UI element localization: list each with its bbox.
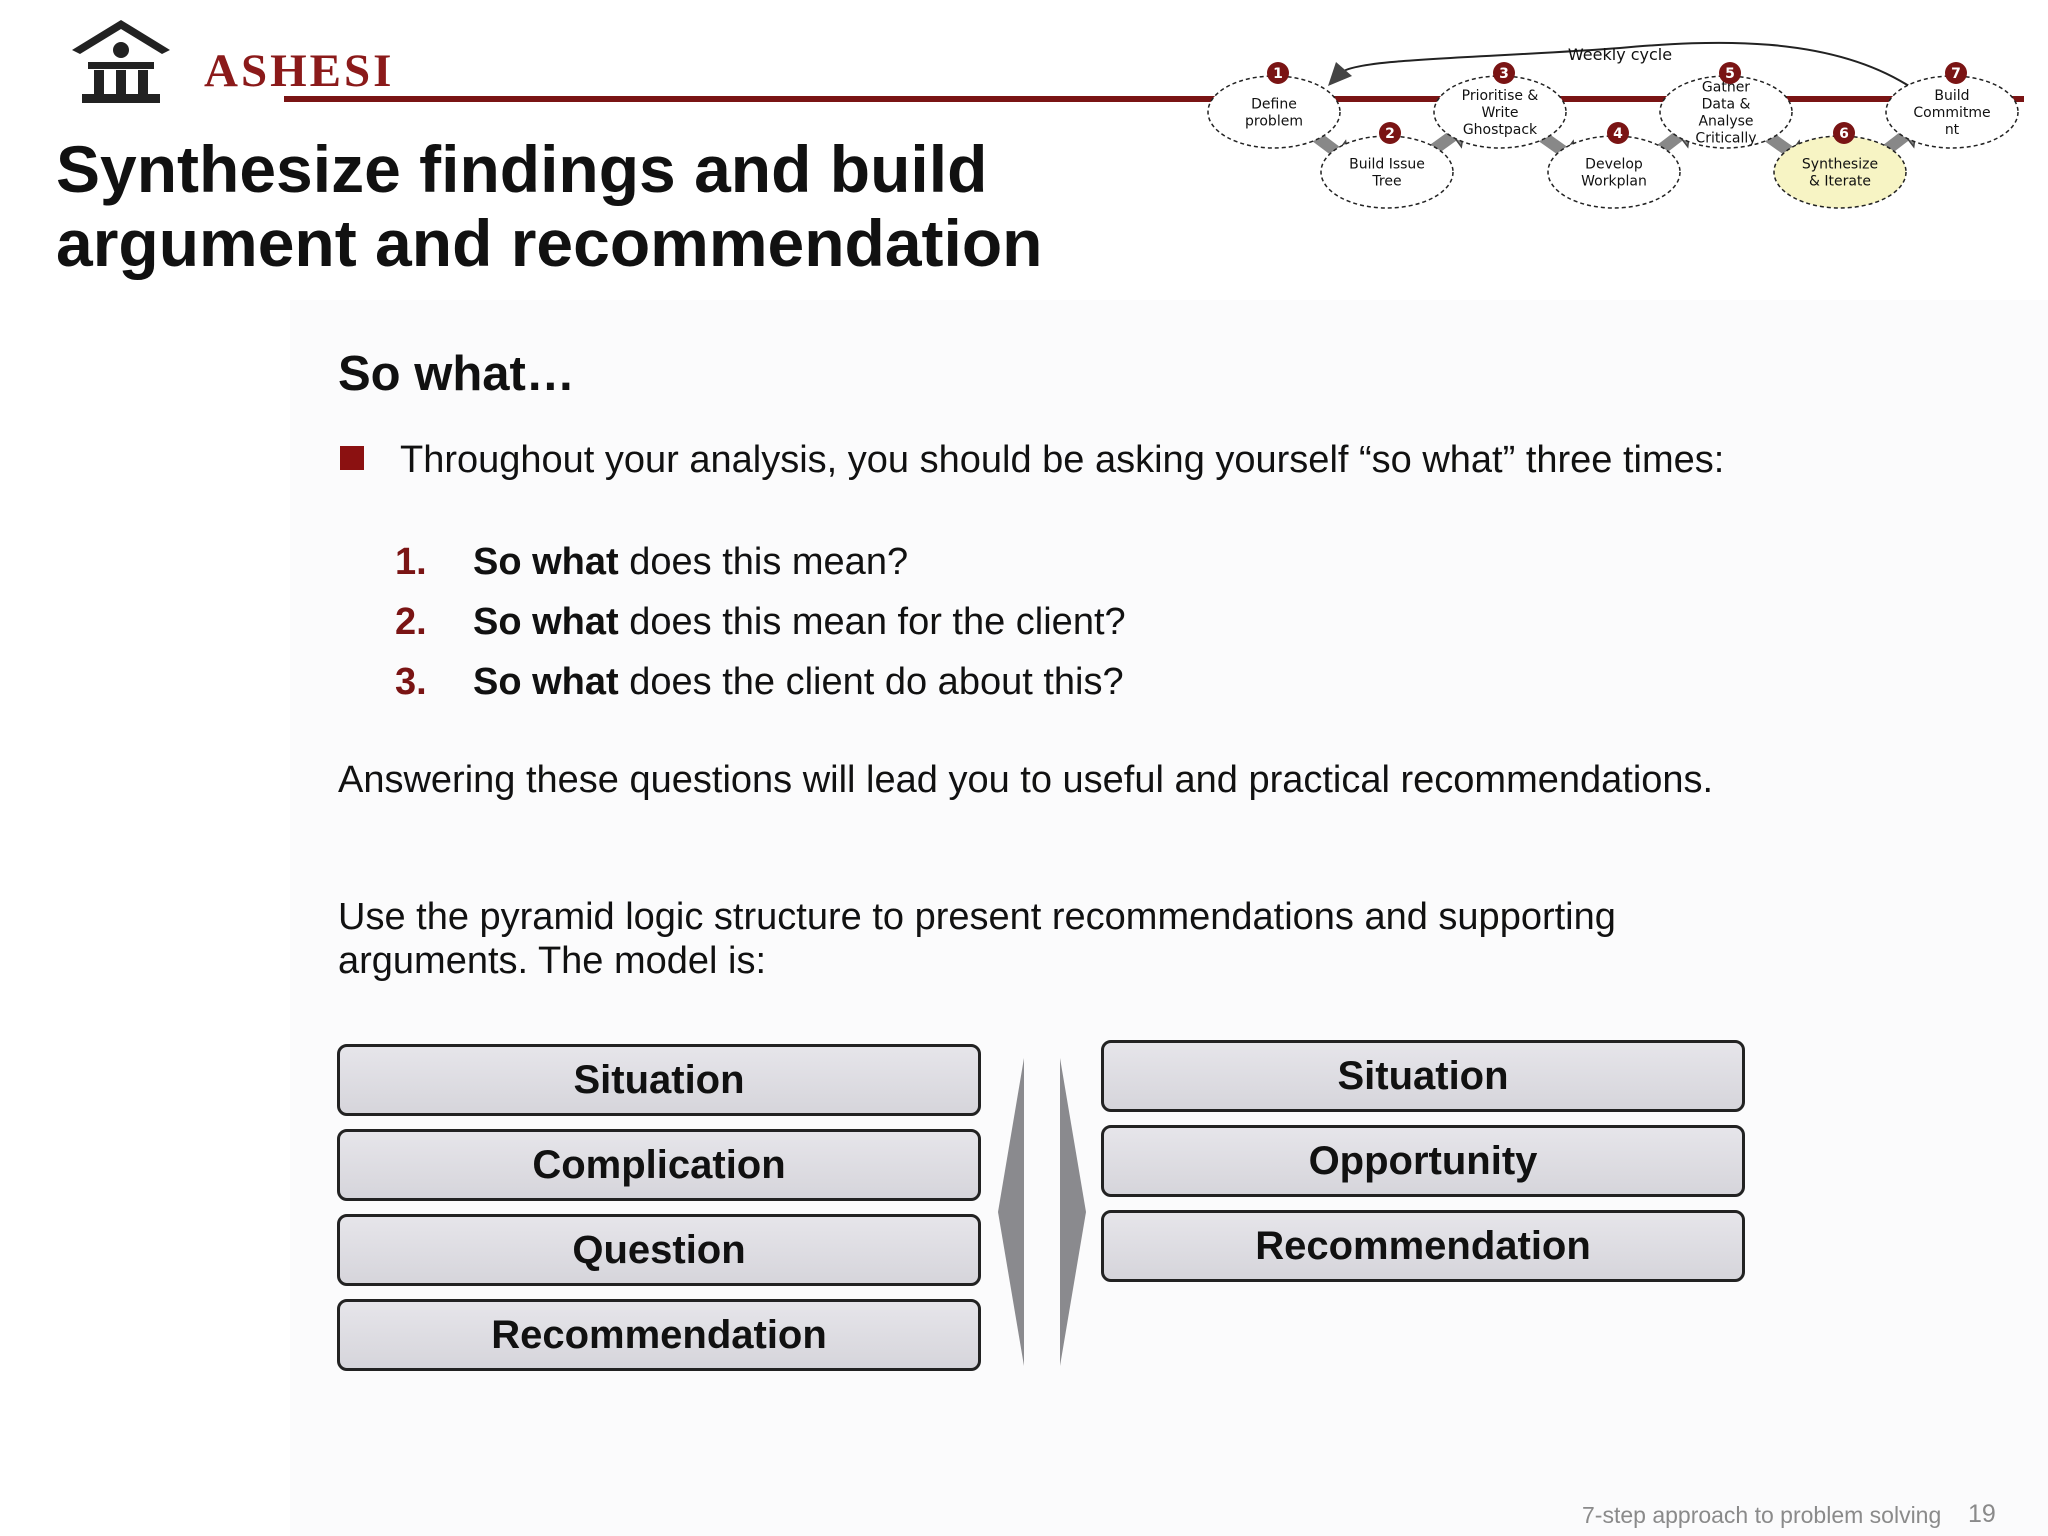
step-number-badge (1833, 122, 1855, 144)
step-number-badge (1379, 122, 1401, 144)
left-arrow-icon (998, 1058, 1024, 1366)
step-number: 3 (1499, 66, 1509, 82)
step-number-badge (1607, 122, 1629, 144)
list-text: So what does this mean for the client? (473, 601, 1126, 643)
process-step-label: & Iterate (1809, 174, 1871, 190)
paragraph-pyramid: Use the pyramid logic structure to prese… (338, 896, 1616, 982)
weekly-cycle-label: Weekly cycle (1568, 45, 1672, 64)
page-title: Synthesize findings and build argument a… (56, 132, 1216, 280)
title-line-1: Synthesize findings and build (56, 132, 988, 206)
list-text: So what does this mean? (473, 541, 909, 583)
process-step-label: Prioritise & (1462, 88, 1539, 104)
process-step-label: Synthesize (1802, 157, 1878, 173)
process-step-label: Write (1482, 105, 1519, 121)
process-step-label: Analyse (1698, 114, 1753, 130)
list-number: 2. (395, 601, 427, 643)
model-right-recommendation: Recommendation (1101, 1210, 1745, 1282)
process-step-label: Gather (1702, 80, 1750, 96)
step-number: 4 (1613, 126, 1623, 142)
list-number: 1. (395, 541, 427, 583)
process-step-label: Workplan (1581, 174, 1647, 190)
model-right-opportunity: Opportunity (1101, 1125, 1745, 1197)
process-step-label: Build (1934, 88, 1969, 104)
step-number: 2 (1385, 126, 1395, 142)
model-left-complication: Complication (337, 1129, 981, 1201)
process-step-label: Develop (1585, 157, 1643, 173)
model-right-situation: Situation (1101, 1040, 1745, 1112)
weekly-cycle-arrowhead (1328, 62, 1352, 86)
process-step-label: Critically (1695, 131, 1756, 147)
step-number-badge (1267, 62, 1289, 84)
list-item: 2. So what does this mean for the client… (395, 600, 1695, 660)
process-step-label: Commitme (1913, 105, 1990, 121)
ashesi-logo-icon (68, 16, 174, 106)
brand-name: ASHESI (204, 45, 395, 97)
process-step-label: Define (1251, 97, 1297, 113)
model-left-recommendation: Recommendation (337, 1299, 981, 1371)
list-item: 1. So what does this mean? (395, 540, 1695, 600)
list-item: 3. So what does the client do about this… (395, 660, 1695, 720)
model-left-question: Question (337, 1214, 981, 1286)
process-step-label: problem (1245, 114, 1303, 130)
bullet-text: Throughout your analysis, you should be … (400, 439, 1725, 481)
model-left-situation: Situation (337, 1044, 981, 1116)
weekly-cycle-arc (1339, 41, 1913, 89)
process-step-label: Ghostpack (1463, 122, 1538, 138)
step-number: 1 (1273, 66, 1283, 82)
step-number-badge (1493, 62, 1515, 84)
title-line-2: argument and recommendation (56, 206, 1043, 280)
footer-text: 7-step approach to problem solving (1582, 1502, 1942, 1528)
page-number: 19 (1968, 1500, 1996, 1528)
step-number: 7 (1951, 66, 1961, 82)
step-number-badge (1945, 62, 1967, 84)
paragraph-answering: Answering these questions will lead you … (338, 759, 1714, 801)
question-list: 1. So what does this mean? 2. So what do… (395, 540, 1695, 720)
list-number: 3. (395, 661, 427, 703)
process-step-label: Tree (1371, 174, 1401, 190)
header-rule (284, 96, 2024, 102)
step-number-badge (1719, 62, 1741, 84)
process-step-label: Build Issue (1349, 157, 1425, 173)
subheading: So what… (338, 347, 575, 401)
step-number: 5 (1725, 66, 1735, 82)
list-text: So what does the client do about this? (473, 661, 1124, 703)
bullet-square-icon (340, 446, 364, 470)
step-number: 6 (1839, 126, 1849, 142)
equivalence-arrows (992, 1052, 1092, 1372)
process-step-label: nt (1945, 122, 1960, 138)
right-arrow-icon (1060, 1058, 1086, 1366)
process-step-label: Data & (1702, 97, 1751, 113)
